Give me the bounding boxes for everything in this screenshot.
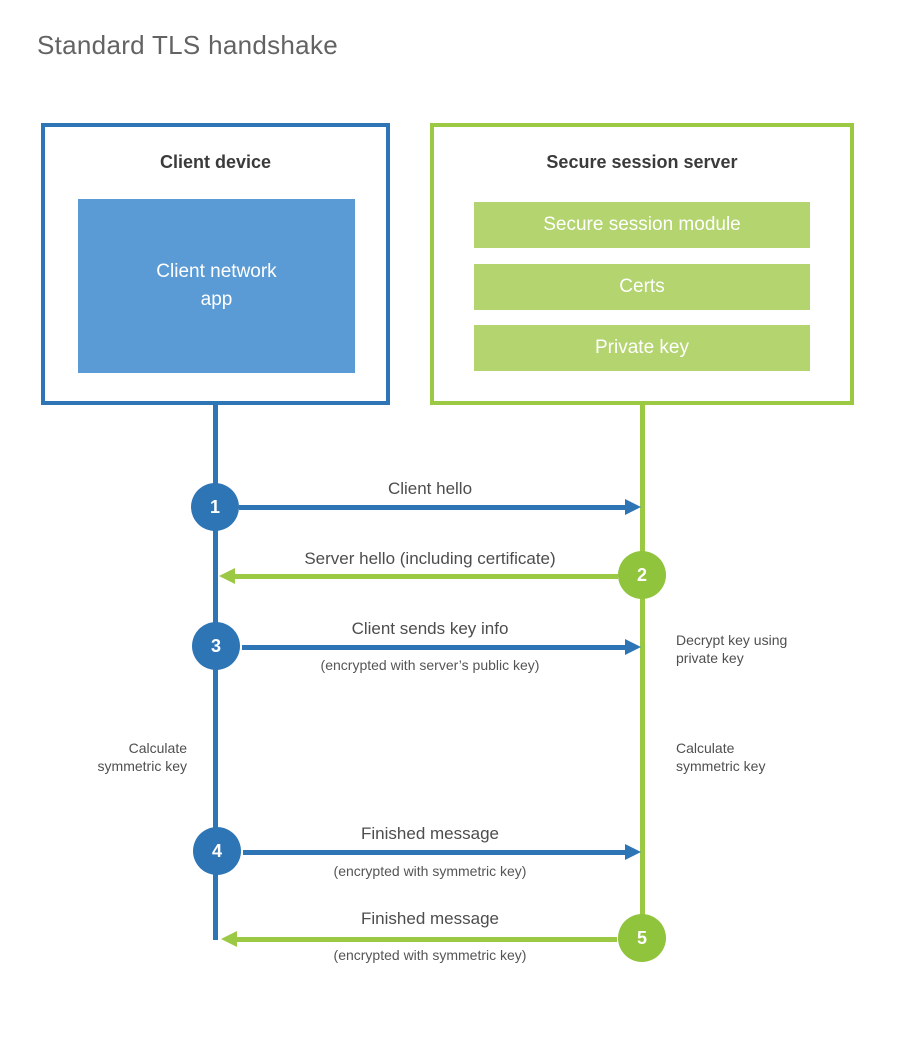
step-4-badge: 4 xyxy=(193,827,241,875)
arrow-shaft xyxy=(235,573,618,579)
step-3-arrow-right xyxy=(242,639,641,655)
step-3-badge: 3 xyxy=(192,622,240,670)
server-module-secure-session-module: Secure session module xyxy=(474,202,810,248)
step-4-label: Finished message xyxy=(361,824,499,843)
client-device-box: Client device Client network app xyxy=(41,123,390,405)
arrow-shaft xyxy=(239,504,625,510)
step-1-label: Client hello xyxy=(387,479,473,498)
step-3-label: Client sends key info xyxy=(351,619,509,638)
page-title: Standard TLS handshake xyxy=(37,30,339,60)
server-lifeline xyxy=(640,405,645,938)
step-4-sublabel: (encrypted with symmetric key) xyxy=(333,863,527,879)
arrowhead-right-icon xyxy=(625,499,641,515)
secure-session-server-title: Secure session server xyxy=(546,152,738,172)
decrypt-key-note: Decrypt key using private key xyxy=(676,632,788,667)
calculate-symmetric-key-note-server: Calculate symmetric key xyxy=(676,740,766,775)
step-2-badge: 2 xyxy=(618,551,666,599)
step-2-label: Server hello (including certificate) xyxy=(304,549,556,568)
step-4-arrow-right xyxy=(243,844,641,860)
arrow-shaft xyxy=(243,849,625,855)
arrowhead-left-icon xyxy=(219,568,235,584)
step-5-sublabel: (encrypted with symmetric key) xyxy=(333,947,527,963)
server-module-certs: Certs xyxy=(474,264,810,310)
client-device-title: Client device xyxy=(159,152,272,172)
arrowhead-right-icon xyxy=(625,639,641,655)
step-1-badge: 1 xyxy=(191,483,239,531)
arrowhead-left-icon xyxy=(221,931,237,947)
client-network-app-box: Client network app xyxy=(78,199,355,373)
step-2-arrow-left xyxy=(219,568,618,584)
calculate-symmetric-key-note-client: Calculate symmetric key xyxy=(97,740,187,775)
secure-session-server-box: Secure session server Secure session mod… xyxy=(430,123,854,405)
arrowhead-right-icon xyxy=(625,844,641,860)
server-module-private-key: Private key xyxy=(474,325,810,371)
client-lifeline xyxy=(213,405,218,940)
step-5-arrow-left xyxy=(221,931,617,947)
step-1-arrow-right xyxy=(239,499,641,515)
step-5-label: Finished message xyxy=(361,909,499,928)
arrow-shaft xyxy=(242,644,625,650)
step-3-sublabel: (encrypted with server’s public key) xyxy=(320,657,540,673)
arrow-shaft xyxy=(237,936,617,942)
step-5-badge: 5 xyxy=(618,914,666,962)
